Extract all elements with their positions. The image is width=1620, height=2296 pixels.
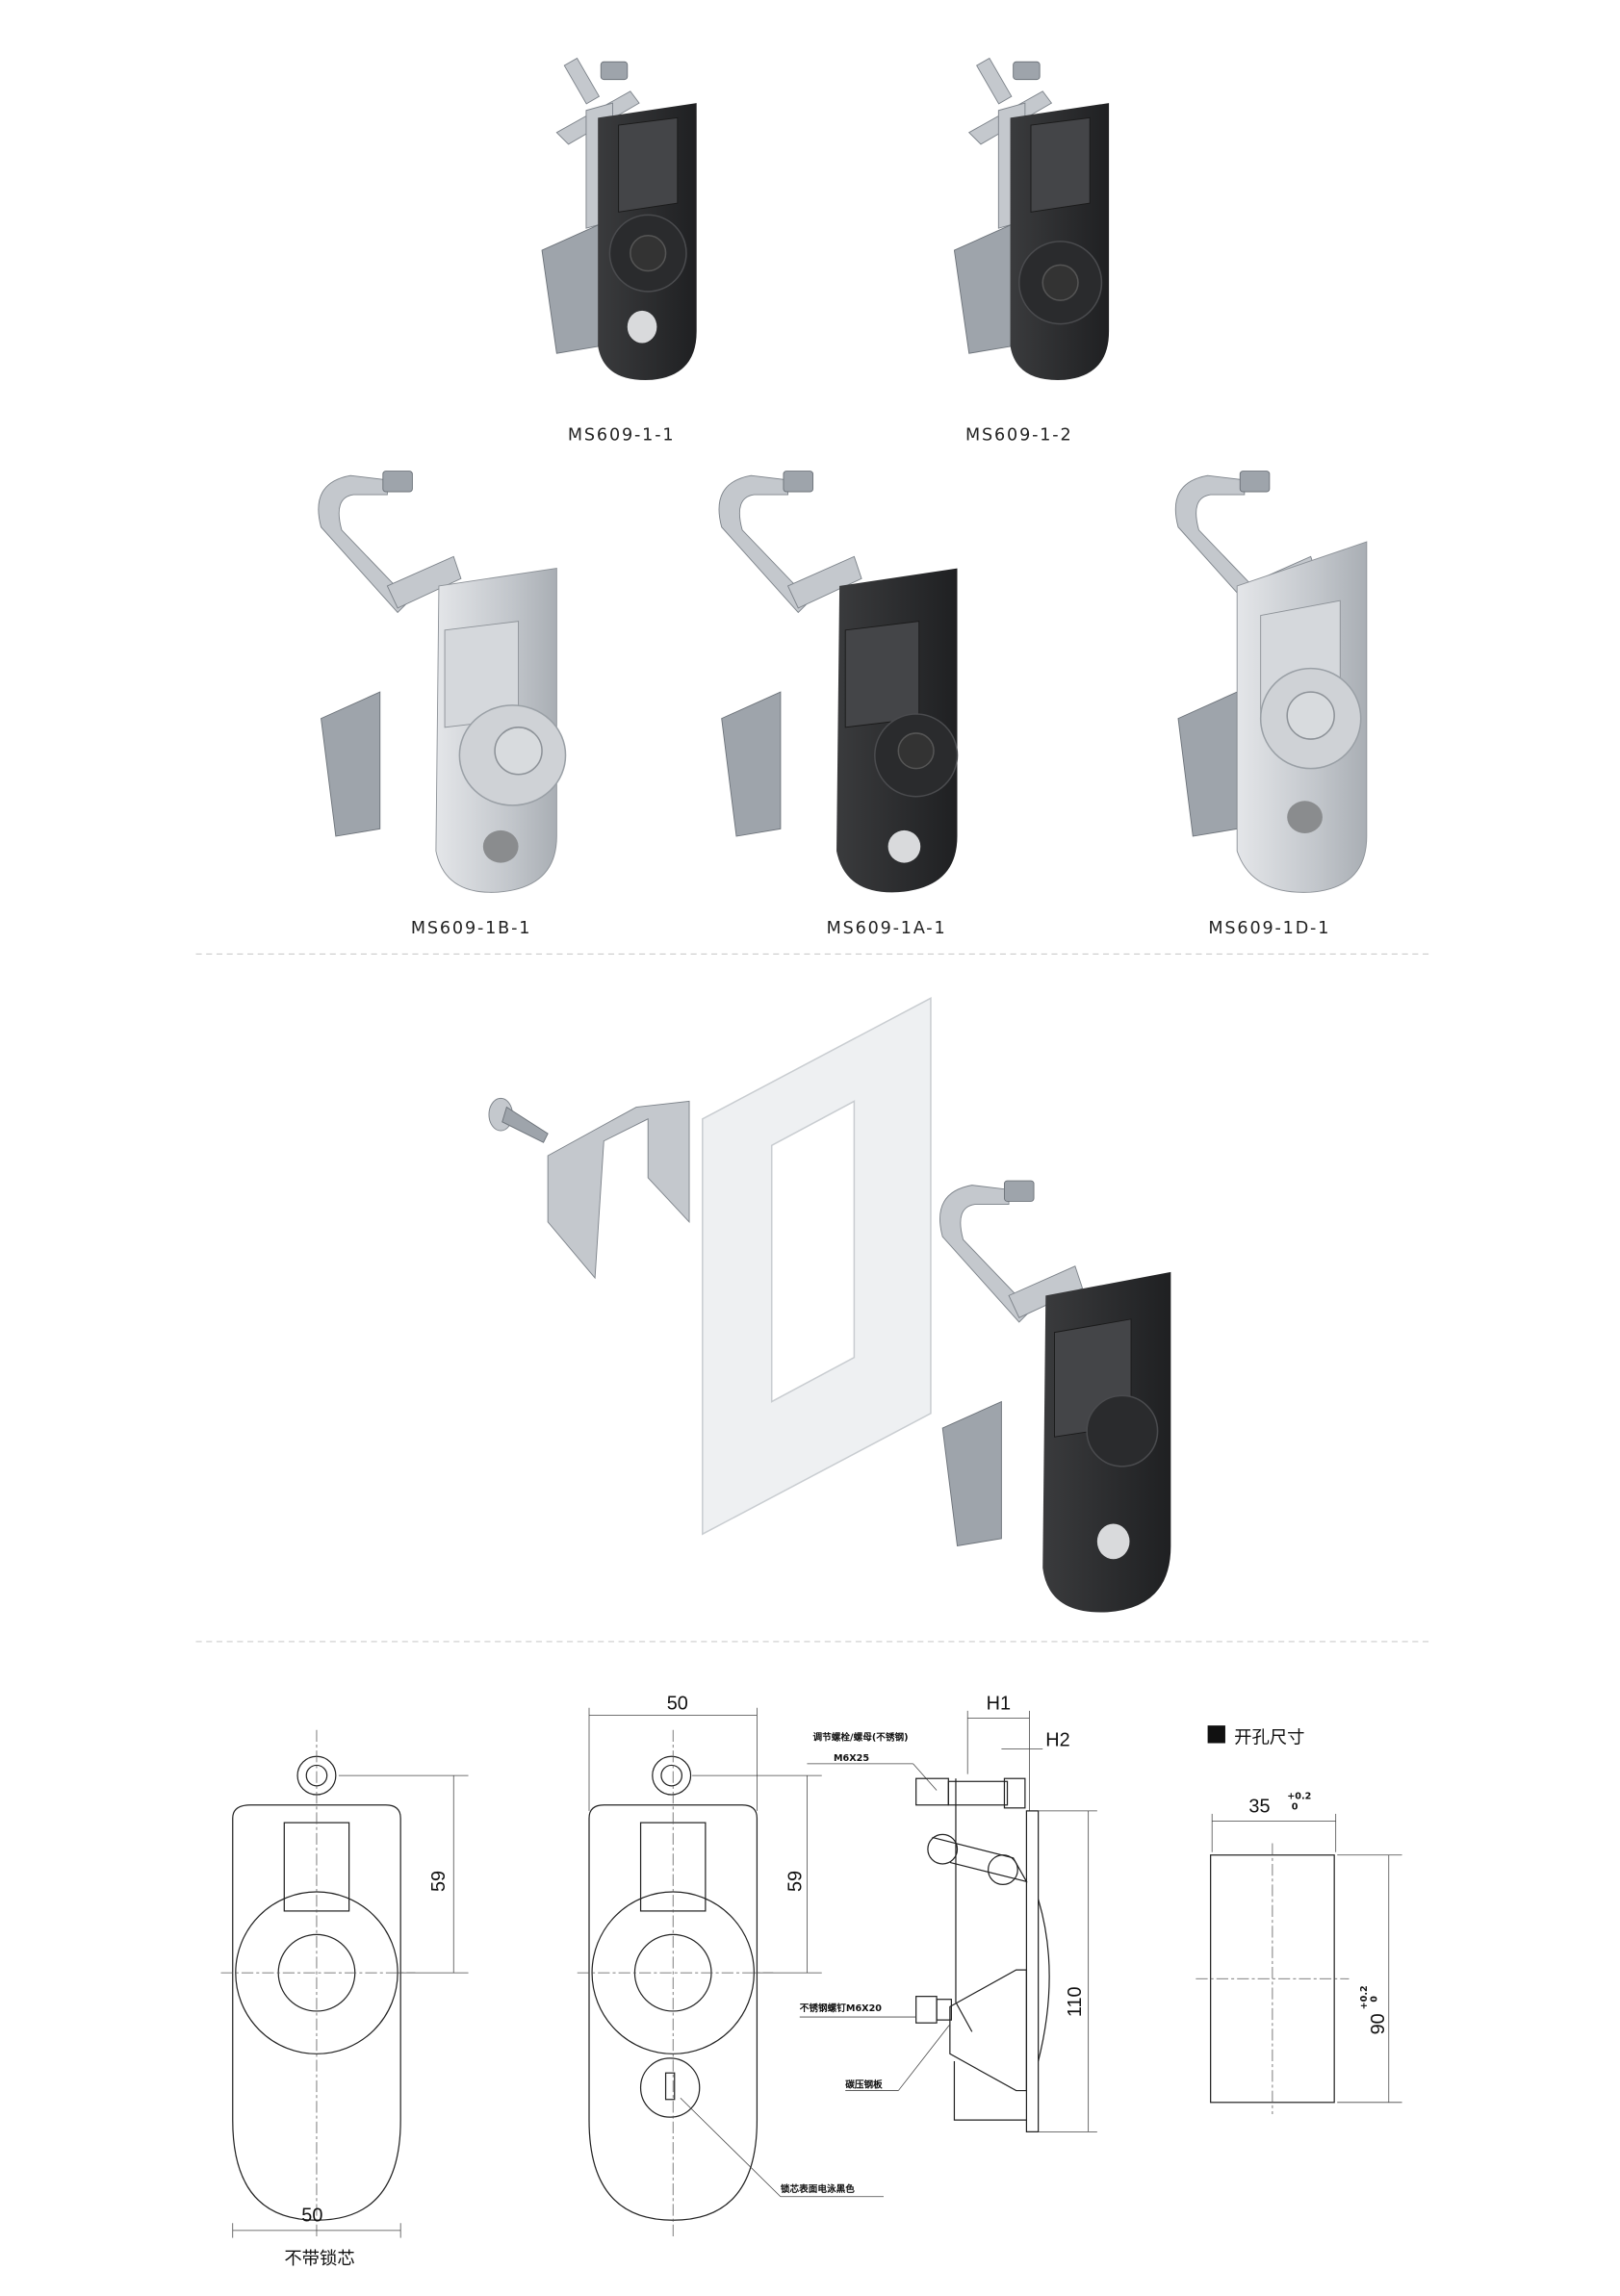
product-ms609-1-2: MS609-1-2 — [953, 57, 1110, 445]
svg-text:110: 110 — [1065, 1986, 1086, 2017]
product-ms609-1a-1: MS609-1A-1 — [718, 471, 959, 938]
svg-text:锁芯表面电泳黑色: 锁芯表面电泳黑色 — [781, 2183, 855, 2195]
key-cylinder-icon — [627, 310, 657, 344]
svg-text:59: 59 — [428, 1871, 450, 1892]
drawing-front-no-core: 59 50 不带锁芯 — [220, 1729, 469, 2269]
product-label: MS609-1B-1 — [411, 919, 531, 938]
svg-text:不带锁芯: 不带锁芯 — [284, 2249, 354, 2269]
svg-text:+0.2: +0.2 — [1359, 1985, 1370, 2009]
svg-text:0: 0 — [1292, 1801, 1299, 1812]
product-label: MS609-1D-1 — [1208, 919, 1330, 938]
svg-text:调节螺栓/螺母(不锈钢): 调节螺栓/螺母(不锈钢) — [813, 1731, 909, 1743]
product-label: MS609-1A-1 — [827, 919, 947, 938]
square-bullet-icon — [1207, 1725, 1225, 1744]
drawing-front-with-core: 50 59 锁芯表面电泳黑色 — [577, 1693, 884, 2238]
bracket-icon — [547, 1100, 690, 1280]
product-label: MS609-1-2 — [965, 425, 1072, 445]
product-ms609-1b-1: MS609-1B-1 — [318, 471, 567, 938]
svg-text:开孔尺寸: 开孔尺寸 — [1234, 1727, 1304, 1748]
svg-text:90: 90 — [1368, 2013, 1389, 2034]
svg-text:+0.2: +0.2 — [1287, 1792, 1311, 1802]
svg-text:59: 59 — [784, 1871, 806, 1892]
svg-text:不锈钢螺钉M6X20: 不锈钢螺钉M6X20 — [800, 2003, 883, 2014]
svg-text:0: 0 — [1370, 1996, 1380, 2003]
svg-text:50: 50 — [301, 2206, 322, 2227]
svg-text:碳压钢板: 碳压钢板 — [845, 2079, 883, 2091]
screw-icon — [488, 1097, 549, 1143]
svg-text:M6X25: M6X25 — [834, 1753, 869, 1764]
drawing-cutout: 开孔尺寸 35 +0.2 0 90 +0.2 0 — [1196, 1725, 1402, 2115]
product-label: MS609-1-1 — [568, 425, 675, 445]
svg-text:50: 50 — [667, 1693, 688, 1714]
svg-text:H2: H2 — [1045, 1730, 1069, 1751]
svg-text:35: 35 — [1248, 1796, 1270, 1817]
svg-text:H1: H1 — [987, 1693, 1011, 1714]
drawing-side-view: H1 H2 调节螺栓/螺母(不锈钢) M6X25 不锈钢螺钉M6X20 碳压钢板… — [799, 1693, 1097, 2133]
exploded-installation-view — [488, 997, 1171, 1613]
product-ms609-1-1: MS609-1-1 — [541, 57, 697, 445]
product-ms609-1d-1: MS609-1D-1 — [1174, 471, 1368, 938]
